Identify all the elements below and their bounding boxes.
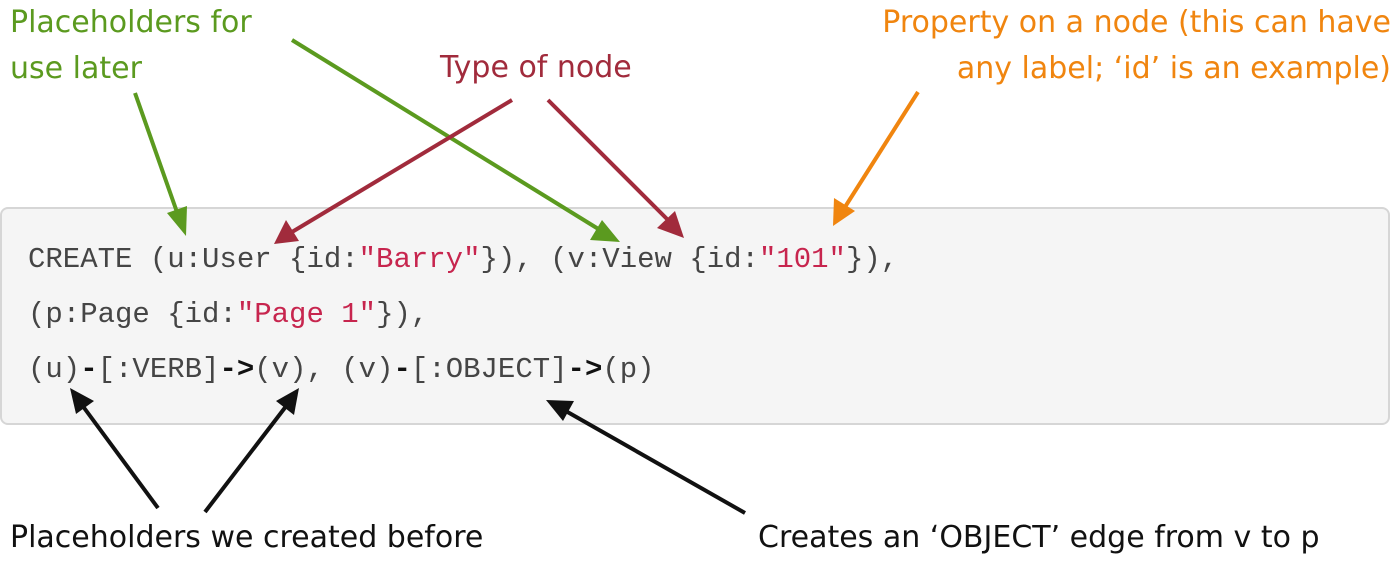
code-string: "Barry" — [358, 243, 481, 276]
code-text: [:VERB] — [97, 353, 220, 386]
placeholders-later-label: Placeholders for use later — [10, 0, 252, 92]
black-arrows — [70, 388, 746, 515]
code-operator: -> — [219, 353, 255, 386]
code-line-2: (p:Page {id:"Page 1"}), — [28, 298, 428, 331]
code-line-3: (u)-[:VERB]->(v), (v)-[:OBJECT]->(p) — [28, 353, 655, 386]
arrowhead — [70, 388, 94, 414]
arrowhead — [657, 211, 684, 238]
property-on-node-line1: Property on a node (this can have — [882, 5, 1391, 40]
code-operator: -> — [567, 353, 603, 386]
arrow-before-u — [80, 403, 160, 510]
code-line-1: CREATE (u:User {id:"Barry"}), (v:View {i… — [28, 243, 898, 276]
placeholders-later-line2: use later — [10, 51, 142, 86]
code-text: (u) — [28, 353, 81, 386]
arrow-type-view — [546, 98, 670, 222]
arrowhead — [590, 220, 620, 242]
arrow-property-id — [843, 90, 920, 209]
orange-arrows — [833, 90, 920, 226]
arrow-placeholder-u — [133, 92, 180, 216]
object-edge-label: Creates an ‘OBJECT’ edge from v to p — [758, 520, 1320, 555]
arrowhead — [546, 400, 574, 421]
code-block — [0, 207, 1390, 425]
code-text: (v), (v) — [254, 353, 394, 386]
code-text: CREATE (u:User {id: — [28, 243, 359, 276]
code-text: (p:Page {id: — [28, 298, 237, 331]
property-on-node-label: Property on a node (this can have any la… — [882, 0, 1391, 92]
green-arrows — [133, 38, 620, 242]
code-text: }), — [845, 243, 899, 276]
code-text: [:OBJECT] — [410, 353, 568, 386]
type-of-node-label: Type of node — [440, 50, 632, 85]
code-string: "101" — [758, 243, 846, 276]
code-operator: - — [393, 353, 411, 386]
property-on-node-line2: any label; ‘id’ is an example) — [956, 51, 1391, 86]
arrow-before-v — [203, 403, 289, 514]
code-text: (p) — [602, 353, 655, 386]
arrow-object-edge — [563, 408, 746, 515]
code-text: }), (v:View {id: — [480, 243, 759, 276]
code-string: "Page 1" — [236, 298, 377, 331]
arrowhead — [167, 206, 187, 236]
arrowhead — [276, 388, 299, 415]
code-operator: - — [80, 353, 98, 386]
placeholders-later-line1: Placeholders for — [10, 5, 252, 40]
placeholders-before-label: Placeholders we created before — [10, 520, 484, 555]
arrow-type-user — [290, 98, 514, 234]
arrowhead — [833, 198, 855, 226]
arrow-placeholder-v — [290, 38, 602, 232]
arrowhead — [274, 220, 299, 244]
red-arrows — [274, 98, 684, 244]
code-text: }), — [376, 298, 429, 331]
